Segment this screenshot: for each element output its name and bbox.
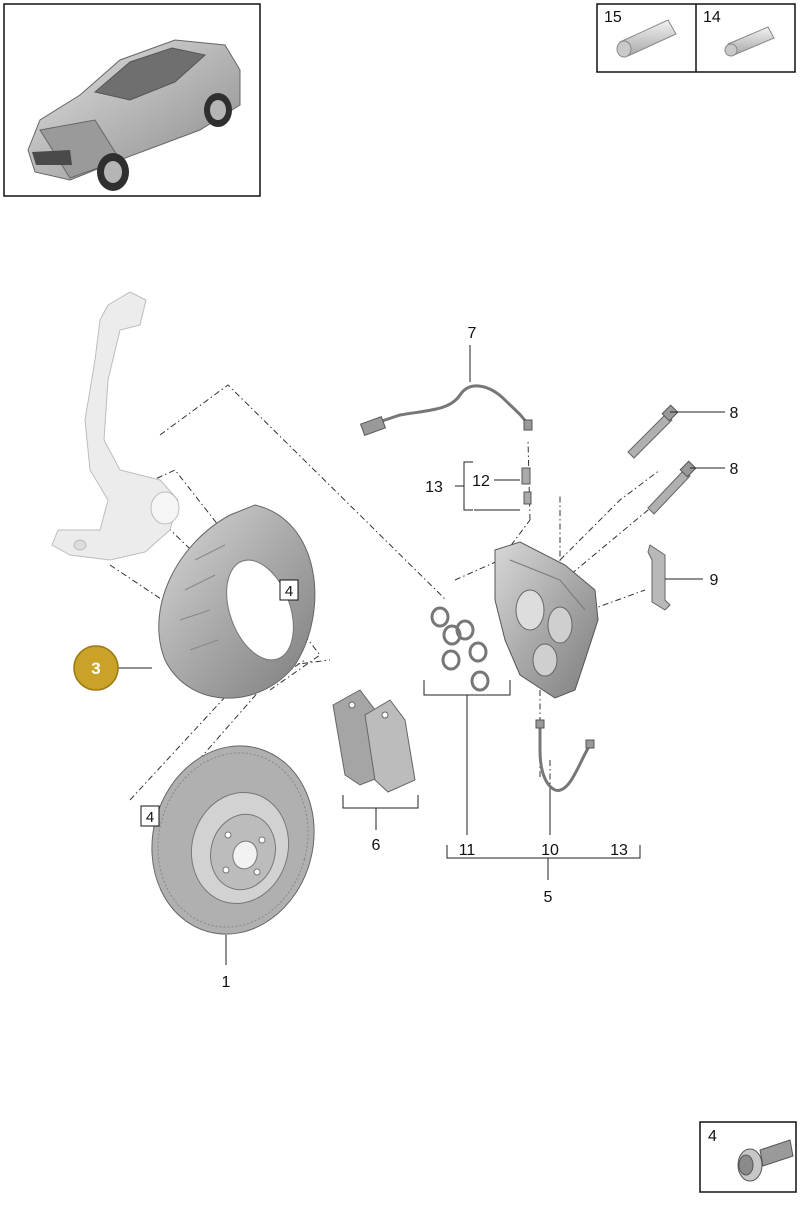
brake-hose[interactable] <box>535 719 595 792</box>
car-suv-icon <box>27 39 241 191</box>
callout-4-box-upper[interactable]: 4 <box>285 583 293 600</box>
steering-knuckle <box>51 291 180 561</box>
brake-caliper[interactable] <box>494 541 599 699</box>
detail-box-bolt: 4 <box>699 1121 797 1193</box>
callout-4-box-lower[interactable]: 4 <box>146 809 154 826</box>
highlight-callout-3[interactable]: 3 <box>73 645 119 691</box>
callout-6[interactable]: 6 <box>372 837 381 854</box>
callout-13-lower[interactable]: 13 <box>610 842 628 859</box>
highlight-number: 3 <box>91 659 100 678</box>
detail-box-number: 4 <box>708 1128 717 1145</box>
vehicle-thumbnail <box>3 3 261 197</box>
consumable-number-14: 14 <box>703 9 721 26</box>
callout-1[interactable]: 1 <box>222 974 231 991</box>
callout-13-upper[interactable]: 13 <box>425 479 443 496</box>
brake-dust-shield[interactable] <box>158 504 316 699</box>
callout-9[interactable]: 9 <box>710 572 719 589</box>
caliper-bolts[interactable] <box>627 404 697 515</box>
callout-10[interactable]: 10 <box>541 842 559 859</box>
grease-tube-icon[interactable] <box>616 19 677 58</box>
piston-seal-rings[interactable] <box>430 606 490 692</box>
callout-8-upper[interactable]: 8 <box>730 405 739 422</box>
callout-11[interactable]: 11 <box>459 842 476 859</box>
flange-bolt-icon[interactable] <box>737 1139 794 1182</box>
leader-lines <box>118 345 725 965</box>
brake-pads[interactable] <box>332 689 416 793</box>
bleeder-valve[interactable] <box>521 467 532 505</box>
pad-spring-clip[interactable] <box>647 544 671 611</box>
brake-disc[interactable] <box>131 728 335 953</box>
consumables-box: 15 14 <box>596 3 796 73</box>
callout-7[interactable]: 7 <box>468 325 477 342</box>
callout-labels: 1 7 8 8 9 13 12 6 11 10 13 5 4 4 <box>140 325 739 991</box>
callout-12[interactable]: 12 <box>472 473 490 490</box>
grease-tube-icon[interactable] <box>724 26 775 57</box>
consumable-number-15: 15 <box>604 9 622 26</box>
callout-8-lower[interactable]: 8 <box>730 461 739 478</box>
wear-sensor-cable[interactable] <box>359 384 533 437</box>
callout-5[interactable]: 5 <box>544 889 553 906</box>
